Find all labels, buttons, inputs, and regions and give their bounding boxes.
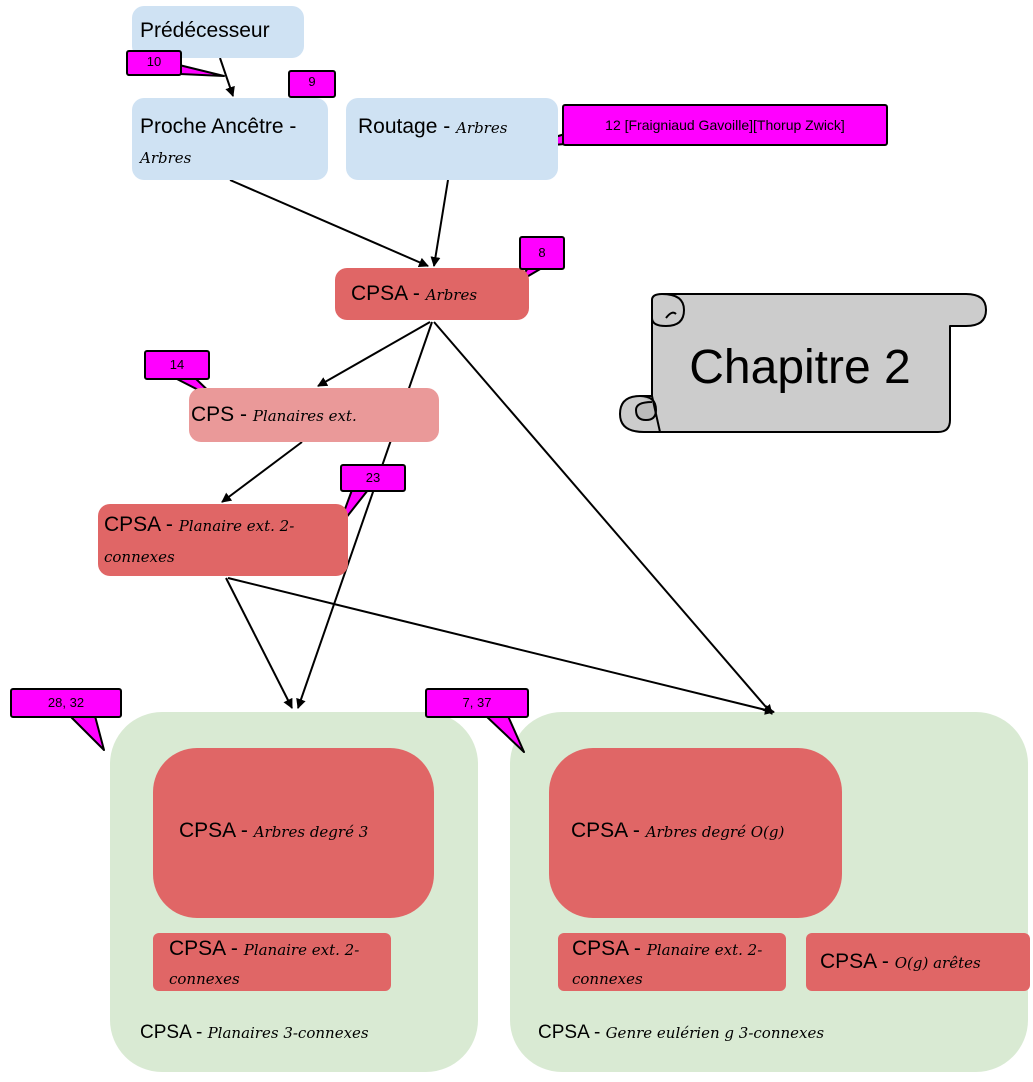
edge-cpsa-cps bbox=[317, 321, 431, 387]
node-cpsa-arbres-degog: CPSA - Arbres degré O(g) bbox=[549, 748, 842, 918]
node-cpsa-arbres: CPSA - Arbres bbox=[335, 268, 529, 320]
edge-routage-cpsa bbox=[430, 179, 449, 267]
node-cpsa-planaire-2c-left-main: CPSA - bbox=[169, 937, 244, 960]
node-cpsa-planaire-2c-left: CPSA - Planaire ext. 2-connexes bbox=[153, 933, 391, 991]
edge-cps-planaire2c bbox=[221, 441, 303, 503]
callout-28-32: 28, 32 bbox=[10, 688, 122, 718]
callout-9: 9 bbox=[288, 70, 336, 98]
node-cpsa-planaire-2c-main: CPSA - bbox=[104, 513, 179, 536]
node-routage: Routage - Arbres bbox=[346, 98, 558, 180]
edge-planaire2c-genre bbox=[227, 577, 775, 715]
node-cpsa-planaire-2c-italic: Planaire ext. 2-connexes bbox=[104, 517, 295, 566]
node-proche-ancetre-italic: Arbres bbox=[140, 149, 192, 167]
node-cpsa-og-aretes-main: CPSA - bbox=[820, 950, 895, 973]
callout-tail-28 bbox=[69, 715, 105, 751]
node-cpsa-arbres-degog-italic: Arbres degré O(g) bbox=[645, 823, 785, 841]
scroll-chapter-title: Chapitre 2 bbox=[689, 341, 911, 394]
node-predecesseur: Prédécesseur bbox=[132, 6, 304, 58]
callout-8: 8 bbox=[519, 236, 565, 270]
callout-14: 14 bbox=[144, 350, 210, 380]
callout-10: 10 bbox=[126, 50, 182, 76]
node-proche-ancetre-main: Proche Ancêtre - bbox=[140, 115, 297, 138]
callout-7-37: 7, 37 bbox=[425, 688, 529, 718]
edge-proche-cpsa bbox=[229, 179, 429, 268]
scroll-shape bbox=[619, 293, 987, 433]
node-cpsa-genre-main: CPSA - bbox=[538, 1022, 606, 1043]
node-cpsa-arbres-deg3-italic: Arbres degré 3 bbox=[253, 823, 369, 841]
edge-planaire2c-3connexes bbox=[225, 577, 293, 709]
node-cpsa-planaires-3c-italic: Planaires 3-connexes bbox=[207, 1024, 369, 1042]
edge-cpsa-genre bbox=[433, 321, 773, 715]
node-cps-planaires: CPS - Planaires ext. bbox=[189, 388, 439, 442]
node-routage-main: Routage - bbox=[358, 115, 457, 138]
node-cpsa-planaire-2c-left-italic: Planaire ext. 2-connexes bbox=[169, 941, 360, 988]
node-cpsa-arbres-italic: Arbres bbox=[425, 286, 478, 304]
node-cpsa-og-aretes-italic: O(g) arêtes bbox=[894, 954, 981, 972]
node-cpsa-planaire-2c-right-main: CPSA - bbox=[572, 937, 647, 960]
callout-tail-10 bbox=[174, 63, 225, 77]
node-cpsa-planaires-3c: CPSA - Planaires 3-connexes bbox=[140, 1018, 470, 1052]
callout-tail-737 bbox=[485, 715, 525, 753]
node-predecesseur-label: Prédécesseur bbox=[140, 19, 270, 42]
node-cpsa-planaire-2c: CPSA - Planaire ext. 2-connexes bbox=[98, 504, 348, 576]
edge-predecesseur-proche bbox=[219, 57, 235, 97]
node-cpsa-planaire-2c-right: CPSA - Planaire ext. 2-connexes bbox=[558, 933, 786, 991]
node-cpsa-arbres-deg3-main: CPSA - bbox=[179, 819, 254, 842]
node-cpsa-arbres-main: CPSA - bbox=[351, 282, 426, 305]
node-cpsa-genre: CPSA - Genre eulérien g 3-connexes bbox=[538, 1018, 978, 1052]
node-cpsa-planaires-3c-main: CPSA - bbox=[140, 1022, 208, 1043]
node-cpsa-planaire-2c-right-italic: Planaire ext. 2-connexes bbox=[572, 941, 763, 988]
node-cpsa-arbres-deg3: CPSA - Arbres degré 3 bbox=[153, 748, 434, 918]
node-proche-ancetre: Proche Ancêtre - Arbres bbox=[132, 98, 328, 180]
node-cps-planaires-italic: Planaires ext. bbox=[252, 407, 357, 425]
node-cps-planaires-main: CPS - bbox=[191, 403, 253, 426]
node-cpsa-arbres-degog-main: CPSA - bbox=[571, 819, 646, 842]
edge-cpsa-3connexes bbox=[296, 321, 433, 709]
callout-23: 23 bbox=[340, 464, 406, 492]
callout-12: 12 [Fraigniaud Gavoille][Thorup Zwick] bbox=[562, 104, 888, 146]
node-cpsa-og-aretes: CPSA - O(g) arêtes bbox=[806, 933, 1030, 991]
node-routage-italic: Arbres bbox=[456, 119, 508, 137]
node-cpsa-genre-italic: Genre eulérien g 3-connexes bbox=[605, 1024, 825, 1042]
